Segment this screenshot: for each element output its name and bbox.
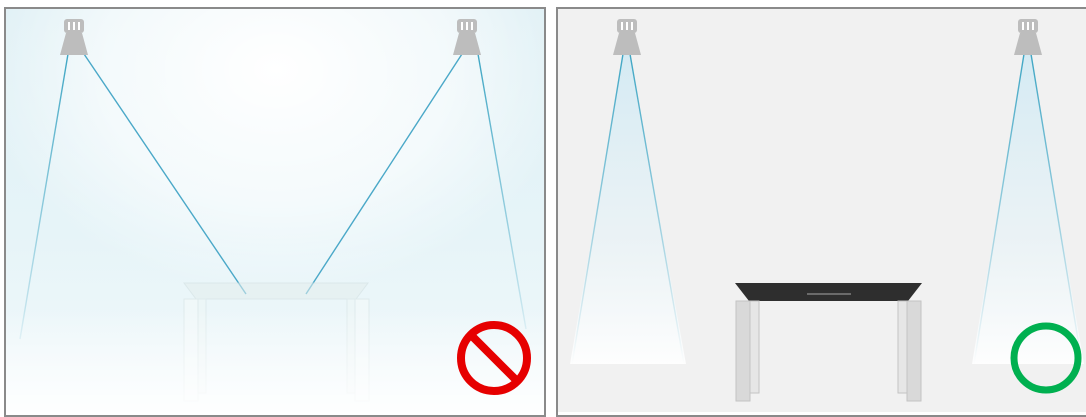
incorrect-lighting-panel [4,7,546,417]
incorrect-lighting-illustration [6,9,546,412]
correct-lighting-panel [556,7,1086,417]
correct-lighting-illustration [558,9,1086,412]
